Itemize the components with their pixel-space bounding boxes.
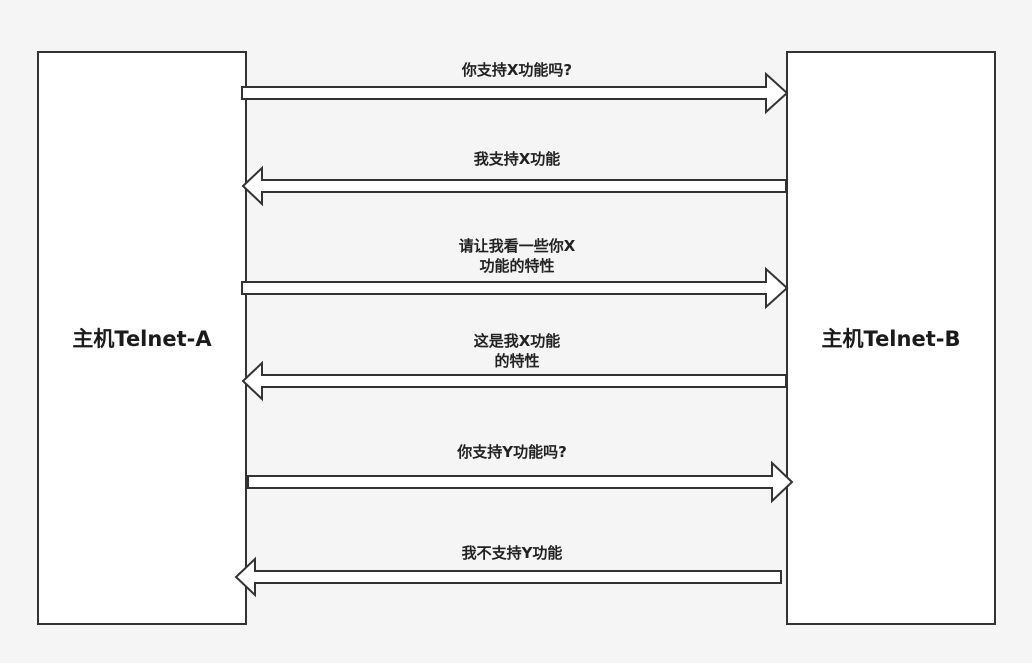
host-b-label: 主机Telnet-B <box>821 327 961 351</box>
arrow-msg-1-right <box>241 71 789 115</box>
host-a-label: 主机Telnet-A <box>72 327 212 351</box>
arrow-msg-6-left <box>234 556 782 598</box>
message-line: 这是我X功能 <box>473 332 561 350</box>
message-line: 你支持Y功能吗? <box>457 443 567 461</box>
message-1-label: 你支持X功能吗? <box>412 60 622 80</box>
message-3-label: 请让我看一些你X 功能的特性 <box>412 236 622 276</box>
arrow-msg-2-left <box>241 165 787 207</box>
message-6-label: 我不支持Y功能 <box>407 543 617 563</box>
host-b-box: 主机Telnet-B <box>786 51 996 625</box>
message-line: 请让我看一些你X <box>458 237 576 255</box>
host-a-box: 主机Telnet-A <box>37 51 247 625</box>
message-line: 我不支持Y功能 <box>461 544 563 562</box>
message-2-label: 我支持X功能 <box>412 149 622 169</box>
arrow-msg-4-left <box>241 360 787 402</box>
message-4-label: 这是我X功能 的特性 <box>412 331 622 371</box>
message-line: 的特性 <box>494 352 540 370</box>
arrow-msg-5-right <box>247 460 794 504</box>
message-line: 你支持X功能吗? <box>461 61 573 79</box>
message-line: 我支持X功能 <box>473 150 561 168</box>
message-5-label: 你支持Y功能吗? <box>407 442 617 462</box>
message-line: 功能的特性 <box>479 257 555 275</box>
arrow-msg-3-right <box>241 266 789 310</box>
